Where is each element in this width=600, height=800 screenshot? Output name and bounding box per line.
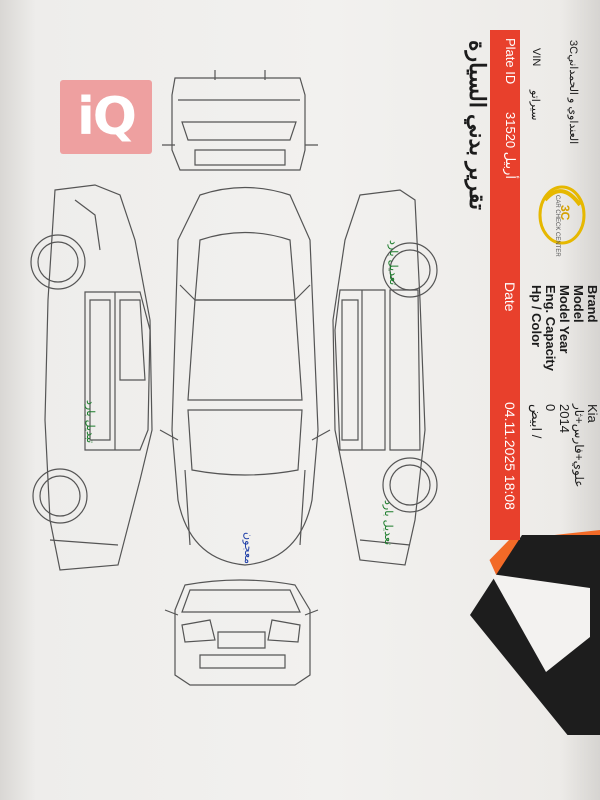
date-value: 04.11.2025 18:08 <box>502 402 518 510</box>
spec-label-eng-capacity: Eng. Capacity <box>543 285 558 371</box>
center-logo-subtitle: CAR CHECK CENTER <box>554 195 560 257</box>
spec-label-model: Model <box>571 285 586 323</box>
car-check-center-logo <box>538 185 586 245</box>
spec-value-brand: Kia <box>585 404 600 423</box>
iq-logo: iQ <box>60 80 152 154</box>
spec-label-brand: Brand <box>585 285 600 323</box>
car-front-view <box>164 579 319 686</box>
header-strip <box>490 30 520 540</box>
car-left-side-view <box>30 184 153 571</box>
car-rear-view <box>162 70 318 171</box>
right-side-note-2: تعديل بارد <box>382 500 394 546</box>
left-side-note: تبديل بارد <box>84 400 96 444</box>
car-damage-diagram <box>30 70 438 686</box>
spec-value-model: علوي+فارس+ثار <box>572 404 586 488</box>
car-top-view <box>159 186 331 566</box>
vin-value: سيراتو <box>529 90 541 121</box>
plate-id-value: أربيل 31520 <box>503 112 518 180</box>
car-right-side-view <box>332 189 438 566</box>
spec-label-hp-color: Hp / Color <box>529 285 544 348</box>
roof-note: معجون <box>242 532 254 565</box>
vin-label: VIN <box>530 48 542 67</box>
spec-value-eng-capacity: 0 <box>543 404 558 412</box>
spec-value-hp-color: ابيض / <box>529 404 544 439</box>
spec-label-model-year: Model Year <box>557 285 572 354</box>
date-label: Date <box>502 282 518 312</box>
right-side-note-1: تعديل بارد <box>387 240 399 286</box>
company-name: 3Cالعنداوي و الحمداني <box>567 40 579 145</box>
center-logo-text: 3C <box>558 205 572 221</box>
spec-value-model-year: 2014 <box>557 404 572 433</box>
plate-id-label: Plate ID <box>503 38 518 85</box>
